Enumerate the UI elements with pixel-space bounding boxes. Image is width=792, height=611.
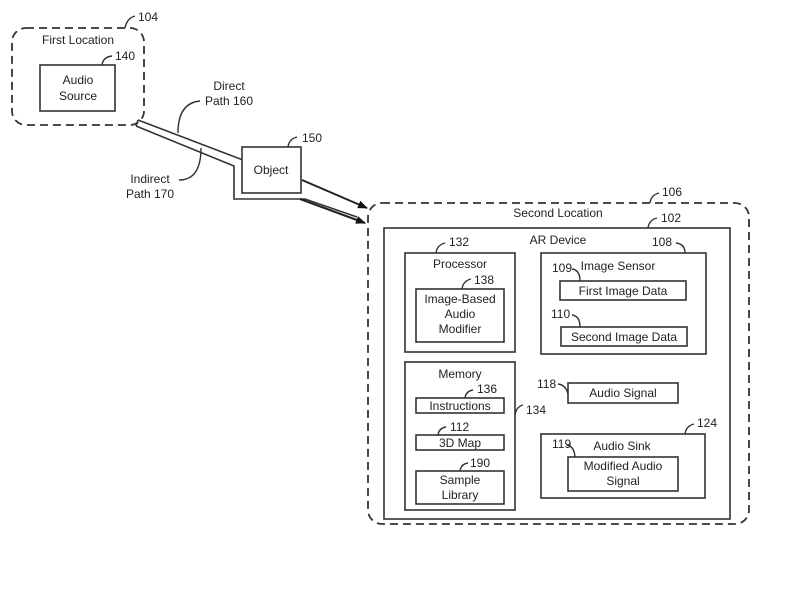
sample-library-line2: Library	[442, 488, 479, 502]
sample-library-line1: Sample	[440, 473, 481, 487]
direct-path-label: Direct Path 160	[177, 79, 253, 134]
audio-source-label-line2: Source	[59, 89, 97, 103]
memory-leader	[514, 404, 524, 416]
first-location-region: First Location 104	[11, 10, 158, 126]
first-location-ref: 104	[138, 10, 158, 24]
second-location-boundary	[367, 202, 750, 525]
indirect-path-label: Indirect Path 170	[126, 147, 202, 201]
direct-path-leader	[177, 100, 201, 134]
audio-signal-leader	[557, 383, 569, 395]
audio-source-leader	[101, 55, 113, 66]
image-based-audio-modifier-node: Image-Based Audio Modifier 138	[415, 273, 505, 343]
first-location-label: First Location	[42, 33, 114, 47]
image-based-audio-modifier-ref: 138	[474, 273, 494, 287]
processor-label: Processor	[433, 257, 487, 271]
second-image-data-node: Second Image Data 110	[551, 307, 688, 347]
image-based-audio-modifier-box	[415, 288, 505, 343]
processor-leader	[435, 242, 446, 254]
image-sensor-leader	[675, 242, 686, 254]
memory-ref: 134	[526, 403, 546, 417]
indirect-path-leader	[178, 147, 202, 181]
3d-map-label: 3D Map	[439, 436, 481, 450]
image-based-audio-modifier-line2: Audio	[445, 307, 476, 321]
modified-audio-signal-ref: 119	[552, 437, 571, 451]
image-sensor-ref: 108	[652, 235, 672, 249]
ar-device-label: AR Device	[530, 233, 587, 247]
audio-sink-label: Audio Sink	[593, 439, 651, 453]
direct-path-label-line2: Path 160	[205, 94, 253, 108]
modified-audio-signal-leader	[566, 444, 576, 458]
memory-label: Memory	[438, 367, 481, 381]
instructions-node: Instructions 136	[415, 382, 505, 414]
sample-library-box	[415, 470, 505, 505]
audio-source-node: Audio Source 140	[39, 49, 135, 112]
second-image-data-ref: 110	[551, 307, 570, 321]
second-location-leader	[649, 192, 660, 204]
modified-audio-signal-line2: Signal	[606, 474, 639, 488]
audio-signal-ref: 118	[537, 377, 556, 391]
first-location-boundary	[11, 27, 145, 126]
indirect-path-label-line2: Path 170	[126, 187, 174, 201]
audio-sink-ref: 124	[697, 416, 717, 430]
sample-library-ref: 190	[470, 456, 490, 470]
sample-library-node: Sample Library 190	[415, 456, 505, 505]
audio-sink-leader	[684, 423, 695, 435]
first-image-data-leader	[571, 268, 581, 282]
3d-map-ref: 112	[450, 420, 469, 434]
3d-map-leader	[437, 426, 447, 436]
ar-device-leader	[647, 217, 658, 229]
second-image-data-leader	[571, 314, 581, 328]
image-based-audio-modifier-line1: Image-Based	[424, 292, 495, 306]
image-sensor-label: Image Sensor	[581, 259, 656, 273]
modified-audio-signal-node: Modified Audio Signal 119	[552, 437, 679, 492]
object-box	[241, 146, 302, 194]
first-image-data-label: First Image Data	[579, 284, 668, 298]
instructions-label: Instructions	[429, 399, 490, 413]
processor-ref: 132	[449, 235, 469, 249]
instructions-box	[415, 397, 505, 414]
object-ref: 150	[302, 131, 322, 145]
image-based-audio-modifier-line3: Modifier	[439, 322, 482, 336]
instructions-ref: 136	[477, 382, 497, 396]
ar-device-ref: 102	[661, 211, 681, 225]
indirect-path-label-line1: Indirect	[130, 172, 170, 186]
instructions-leader	[464, 389, 474, 399]
second-image-data-box	[560, 326, 688, 347]
direct-path-arrow	[301, 179, 368, 209]
3d-map-box	[415, 434, 505, 451]
audio-source-label-line1: Audio	[63, 73, 94, 87]
second-location-region: Second Location 106	[367, 185, 750, 525]
first-image-data-box	[559, 280, 687, 301]
sample-library-leader	[459, 462, 469, 472]
second-location-ref: 106	[662, 185, 682, 199]
object-label: Object	[254, 163, 289, 177]
second-image-data-label: Second Image Data	[571, 330, 677, 344]
3d-map-node: 3D Map 112	[415, 420, 505, 451]
first-image-data-node: First Image Data 109	[552, 261, 687, 301]
second-location-label: Second Location	[513, 206, 602, 220]
modified-audio-signal-line1: Modified Audio	[584, 459, 663, 473]
audio-signal-node: Audio Signal 118	[537, 377, 679, 404]
object-leader	[287, 136, 298, 148]
audio-source-ref: 140	[115, 49, 135, 63]
image-based-audio-modifier-leader	[461, 278, 472, 290]
audio-source-box	[39, 64, 116, 112]
direct-path-label-line1: Direct	[213, 79, 245, 93]
first-image-data-ref: 109	[552, 261, 572, 275]
indirect-path-arrow	[299, 198, 366, 224]
object-node: Object 150	[241, 131, 322, 194]
audio-signal-label: Audio Signal	[589, 386, 656, 400]
first-location-leader	[124, 15, 136, 29]
modified-audio-signal-box	[567, 456, 679, 492]
